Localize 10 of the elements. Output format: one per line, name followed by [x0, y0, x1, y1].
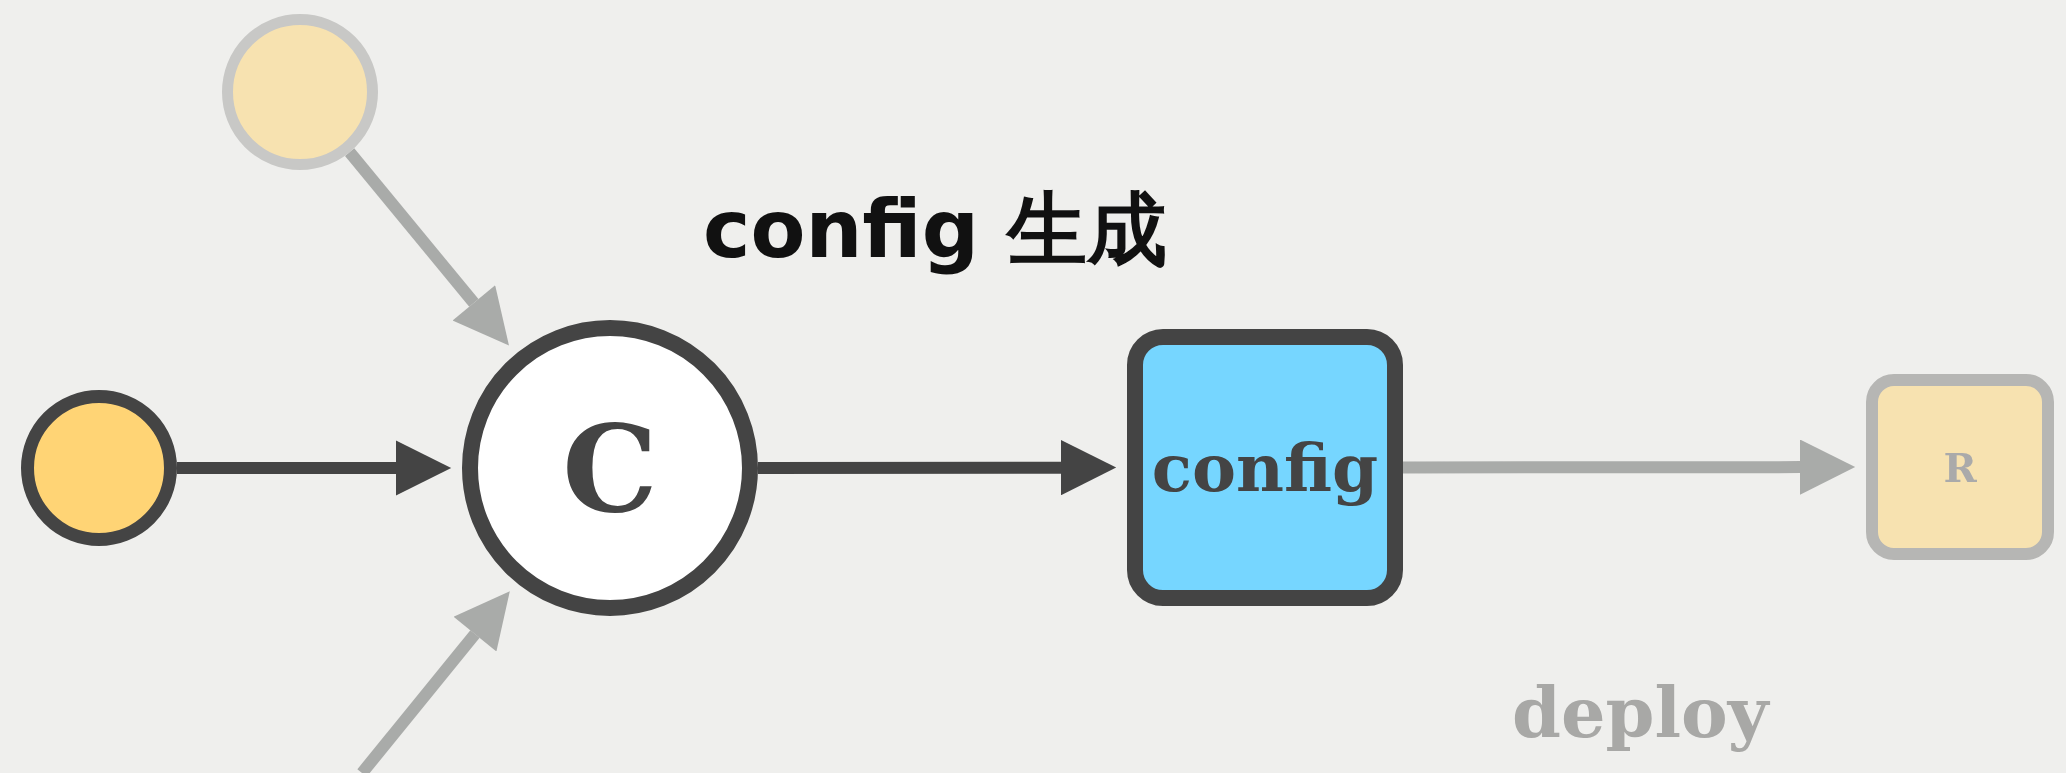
- arrow: [357, 591, 510, 773]
- arrow: [345, 148, 509, 346]
- arrow: [758, 440, 1117, 496]
- process-box: config: [1127, 329, 1403, 606]
- heading-label: config 生成: [703, 182, 1167, 278]
- step-label: deploy: [1512, 670, 1769, 754]
- circle-node: C: [462, 320, 758, 616]
- arrow: [177, 440, 452, 496]
- arrow: [1403, 439, 1856, 495]
- process-box: R: [1866, 374, 2054, 560]
